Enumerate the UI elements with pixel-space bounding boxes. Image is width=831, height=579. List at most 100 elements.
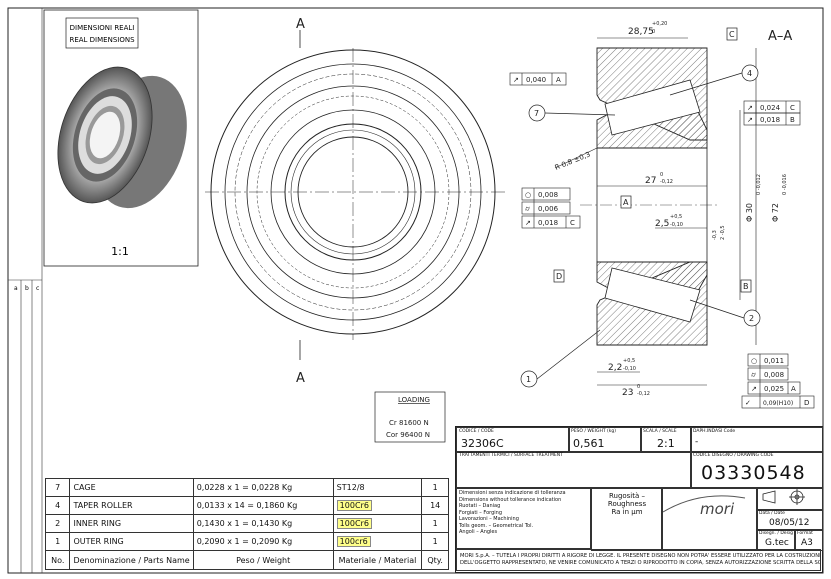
svg-text:+0,5: +0,5 (670, 214, 682, 220)
tol-0-025: 0,025 (764, 385, 784, 393)
part-code: 32306C (461, 437, 504, 450)
bom-qty: 1 (421, 514, 449, 533)
dim-27: 27 (645, 176, 656, 186)
legal-notice-2: DELL'OGGETTO RAPPRESENTATO, NE VENIRE CO… (460, 560, 821, 566)
loading-cor: Cor 96400 N (386, 431, 430, 439)
svg-text:+0,5: +0,5 (623, 358, 635, 364)
tol-0-008: 0,008 (538, 191, 558, 199)
part-weight: 0,561 (573, 437, 605, 450)
front-view: A A (205, 17, 505, 386)
svg-text:-0,12: -0,12 (660, 179, 673, 185)
drawing-scale: 2:1 (657, 437, 675, 450)
svg-text:-0,12: -0,12 (637, 391, 650, 397)
datum-d: D (556, 272, 562, 281)
svg-text:-0,10: -0,10 (623, 366, 636, 372)
sheet-format: A3 (801, 538, 813, 548)
sheet-frame (7, 7, 824, 574)
tol-0-024: 0,024 (760, 104, 781, 112)
legal-notice-1: MORI S.p.A. – TUTELA I PROPRI DIRITTI A … (460, 553, 821, 559)
loading-cr: Cr 81600 N (389, 419, 429, 427)
bom-qty: 1 (421, 478, 449, 497)
svg-text:↗: ↗ (747, 104, 753, 112)
real-dims-label-it: DIMENSIONI REALI (70, 24, 135, 32)
dim-28-75: 28,75 (628, 27, 654, 37)
bom-weight: 0,1430 x 1 = 0,1430 Kg (192, 514, 334, 533)
svg-text:A: A (791, 385, 796, 393)
tol-0-011: 0,011 (764, 357, 784, 365)
svg-text:↗: ↗ (751, 385, 757, 393)
datum-markers: C A D B (553, 27, 752, 293)
svg-text:0 -0,012: 0 -0,012 (756, 174, 762, 195)
balloon-1: 1 (526, 375, 531, 384)
bom-no: 7 (44, 478, 71, 497)
title-block: CODICE / CODE 32306C PESO / WEIGHT (kg) … (455, 426, 823, 573)
svg-text:2 -0,5: 2 -0,5 (720, 225, 726, 240)
side-strip-b: b (25, 285, 29, 292)
side-strip-a: a (14, 285, 18, 292)
bom-no: 4 (44, 496, 71, 515)
dim-radius: R 0,8 ±0,3 (554, 150, 592, 171)
bom-no: 1 (44, 532, 71, 551)
bom-header-weight: Peso / Weight (192, 550, 334, 570)
svg-text:○: ○ (751, 357, 757, 365)
loading-box: LOADING Cr 81600 N Cor 96400 N (374, 391, 446, 443)
bom-name: CAGE (69, 478, 194, 497)
svg-text:-0,10: -0,10 (670, 222, 683, 228)
svg-text:A: A (556, 76, 561, 84)
svg-text:0 -0,016: 0 -0,016 (782, 174, 788, 195)
side-strip-c: c (36, 285, 39, 292)
svg-text:↗: ↗ (513, 76, 519, 84)
bom-name: OUTER RING (69, 532, 194, 551)
drawing-code: 03330548 (701, 462, 806, 484)
tol-h10: 0,09(H10) (763, 400, 793, 407)
note-line: Dimensions without tollerance indication (459, 496, 562, 503)
designer: G.tec (765, 538, 789, 548)
svg-text:0: 0 (660, 172, 663, 178)
note-line: Forgiati – Forging (459, 509, 503, 516)
cut-label-bottom: A (296, 371, 305, 386)
note-line: Tolls geom. – Geometrical Tol. (459, 522, 534, 529)
svg-text:○: ○ (525, 191, 531, 199)
balloon-2: 2 (749, 314, 754, 323)
tol-0-006: 0,006 (538, 205, 559, 213)
tol-0-040: 0,040 (526, 76, 546, 84)
svg-text:↗: ↗ (525, 219, 531, 227)
svg-text:B: B (790, 116, 795, 124)
svg-text:-0,3: -0,3 (712, 230, 718, 240)
svg-text:✓: ✓ (745, 399, 751, 407)
svg-text:0: 0 (637, 384, 640, 390)
svg-text:⌭: ⌭ (751, 371, 756, 379)
svg-text:⌭: ⌭ (525, 205, 530, 213)
svg-text:C: C (790, 104, 795, 112)
bom-weight: 0,2090 x 1 = 0,2090 Kg (192, 532, 334, 551)
svg-text:+0,20: +0,20 (652, 21, 667, 27)
real-dims-label-en: REAL DIMENSIONS (69, 36, 135, 44)
tol-0-018-c: 0,018 (538, 219, 558, 227)
projection-symbol (762, 489, 805, 505)
loading-title: LOADING (398, 396, 430, 404)
note-line: Angoli – Angles (459, 529, 498, 535)
note-line: Lavorazioni – Machining (459, 516, 519, 522)
bom-no: 2 (44, 514, 71, 533)
svg-text:D: D (804, 399, 809, 407)
svg-text:mori: mori (700, 500, 735, 518)
tol-0-018-b: 0,018 (760, 116, 780, 124)
bom-material: ST12/8 (332, 478, 423, 497)
bom-header-name: Denominazione / Parts Name (69, 550, 194, 570)
bom-material: 100Cr6 (332, 514, 423, 533)
real-dimension-view: DIMENSIONI REALI REAL DIMENSIONS 1:1 (43, 9, 199, 267)
bom-material: 100Cr6 (332, 496, 423, 515)
bom-header-material: Materiale / Material (332, 550, 423, 570)
balloon-7: 7 (534, 109, 539, 118)
bom-name: TAPER ROLLER (69, 496, 194, 515)
tol-0-008-b: 0,008 (764, 371, 784, 379)
dimension-lines (554, 37, 757, 386)
section-title: A–A (768, 29, 792, 44)
datum-b: B (743, 282, 749, 291)
